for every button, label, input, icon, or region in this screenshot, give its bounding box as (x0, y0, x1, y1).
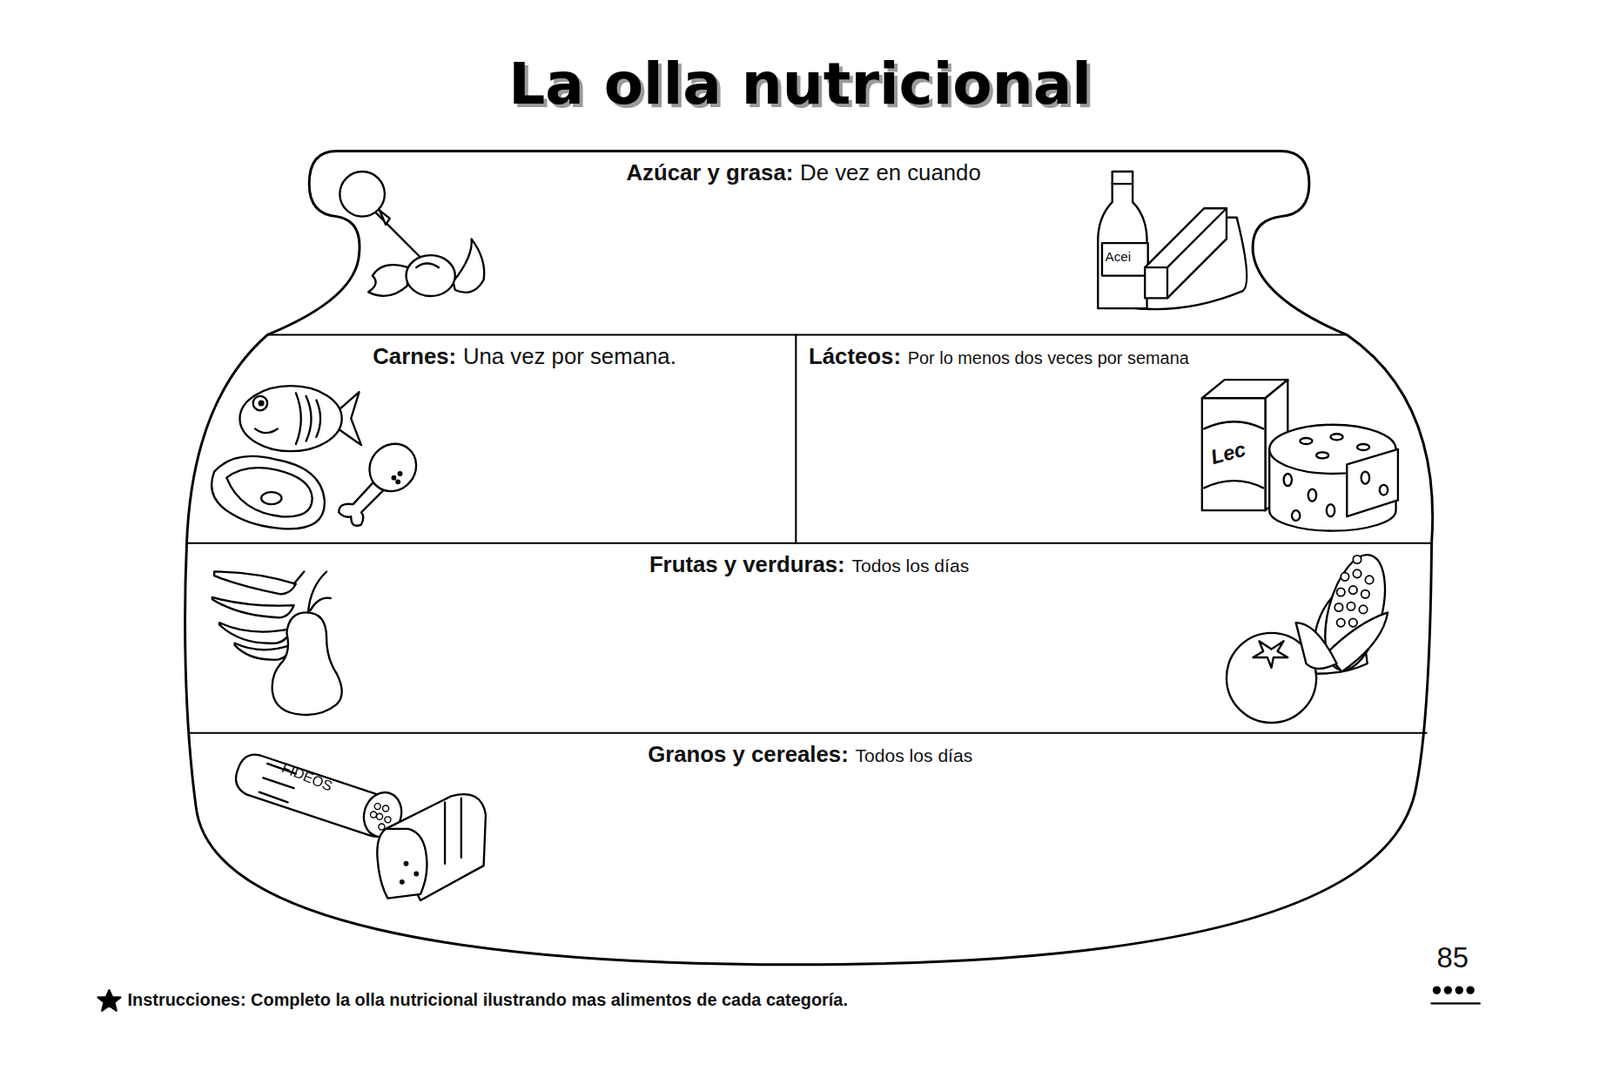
band-heading-row: Lácteos: Por lo menos dos veces por seman… (808, 343, 1343, 370)
steak-drawing (211, 456, 325, 530)
page-dots (1432, 985, 1475, 994)
band-heading-row: Frutas y verduras:Todos los días (198, 551, 1420, 578)
band-lines (187, 335, 1432, 733)
band-frequency: De vez en cuando (800, 160, 982, 185)
band-heading-row: Azúcar y grasa:De vez en cuando (365, 160, 1242, 186)
band-heading-row: Granos y cereales: Todos los días (204, 741, 1416, 767)
star-bullet (98, 989, 122, 1010)
corn-drawing (1296, 548, 1397, 677)
instructions-note: Instrucciones: Completo la olla nutricio… (127, 989, 848, 1010)
pear-drawing (272, 571, 343, 715)
bread-drawing (376, 793, 486, 901)
band-heading: Frutas y verduras: (649, 551, 846, 577)
band-heading: Granos y cereales: (647, 741, 849, 767)
food-band: Carnes:Una vez por semana. (255, 338, 794, 541)
band-frequency: Todos los días (855, 745, 974, 766)
candy-drawing (339, 171, 485, 296)
food-band: Lácteos: Por lo menos dos veces por seman… (800, 338, 1352, 541)
band-frequency: Todos los días (851, 555, 969, 576)
food-band: Azúcar y grasa:De vez en cuando (356, 154, 1251, 333)
drumstick-drawing (338, 434, 426, 526)
band-heading-row: Carnes:Una vez por semana. (263, 343, 786, 370)
cheese-drawing (1269, 424, 1399, 532)
page-title: La olla nutricional (0, 50, 1600, 118)
food-band: Frutas y verduras:Todos los días (189, 546, 1429, 731)
pot-outline (185, 151, 1433, 965)
band-heading: Lácteos: (808, 343, 901, 369)
fish-drawing (239, 385, 361, 451)
bottle-label: Acei (1104, 248, 1131, 264)
page-number: 85 (1436, 941, 1469, 975)
page-underline (1431, 1001, 1480, 1004)
band-frequency: Una vez por semana. (463, 343, 677, 369)
band-frequency: Por lo menos dos veces por semana (907, 348, 1190, 368)
food-band: Granos y cereales: Todos los días (195, 736, 1425, 941)
pasta-drawing (235, 754, 408, 842)
oil-butter-drawing (1097, 171, 1247, 310)
band-heading: Azúcar y grasa: (625, 160, 794, 185)
band-heading: Carnes: (372, 343, 457, 369)
